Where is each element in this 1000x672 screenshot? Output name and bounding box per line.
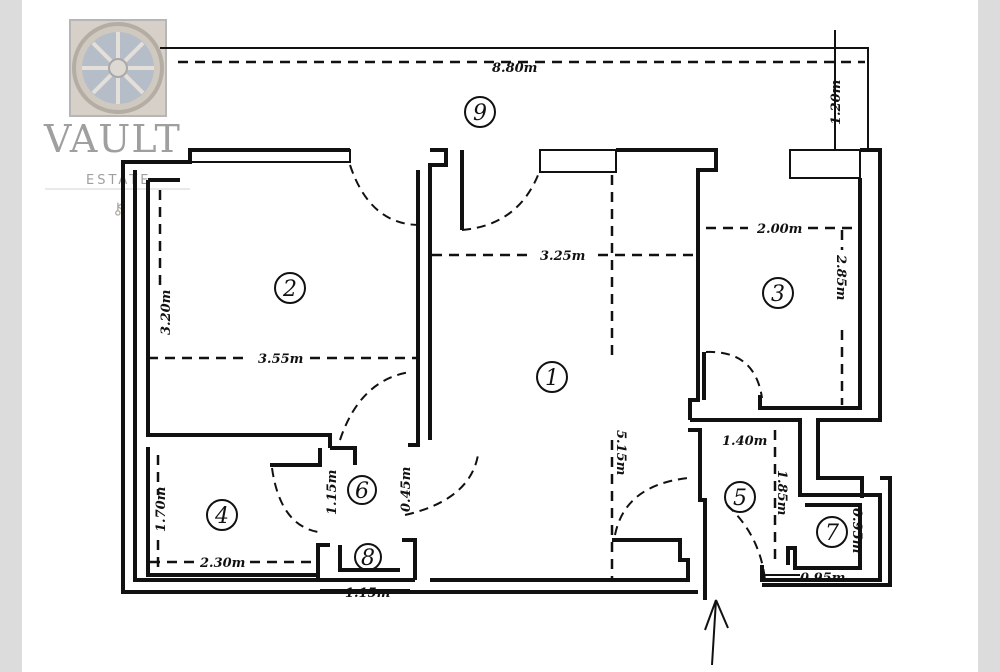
dim-room8-width: 1.15m <box>345 586 390 601</box>
dimension-lines <box>148 175 858 591</box>
dim-room3-height: 2.85m <box>833 254 848 300</box>
left-border-strip <box>0 0 22 672</box>
svg-text:1: 1 <box>545 366 559 391</box>
dim-room1-width: 3.25m <box>540 249 585 264</box>
dimension-labels: 8.80m 1.20m 3.20m 3.55m 3.25m 5.15m 2.00… <box>154 61 864 601</box>
svg-text:3: 3 <box>771 282 785 307</box>
dim-terrace-depth: 1.20m <box>829 80 844 125</box>
room-4-label: 4 <box>206 499 238 531</box>
dim-room3-width: 2.00m <box>756 222 802 237</box>
dim-room6-length: 1.15m <box>325 470 340 515</box>
room-1-label: 1 <box>536 361 568 393</box>
room-7-label: 7 <box>816 516 848 548</box>
svg-text:5: 5 <box>733 486 747 511</box>
dim-room4-width: 2.30m <box>199 556 245 571</box>
room-labels: 9 2 3 1 4 6 8 5 7 <box>206 96 848 571</box>
svg-text:9: 9 <box>473 101 487 126</box>
dim-room4-height: 1.70m <box>154 487 169 532</box>
room-8-label: 8 <box>354 543 382 571</box>
svg-text:7: 7 <box>825 521 839 546</box>
walls <box>121 148 892 600</box>
key-icon: ⚷ <box>112 199 124 218</box>
vault-estate-logo: VAULT ESTATE ⚷ <box>43 19 190 218</box>
dim-terrace-width: 8.80m <box>492 61 537 76</box>
room-5-label: 5 <box>724 481 756 513</box>
dim-room7-height: 0.95m <box>849 508 864 553</box>
logo-tagline: ESTATE <box>86 173 151 188</box>
dim-room2-height: 3.20m <box>159 290 174 335</box>
svg-text:8: 8 <box>361 546 375 571</box>
room-9-label: 9 <box>464 96 496 128</box>
svg-text:2: 2 <box>282 277 297 302</box>
room-6-label: 6 <box>347 475 377 505</box>
entrance-arrow-icon <box>704 599 729 666</box>
dim-hall-length: 1.85m <box>774 470 789 515</box>
svg-text:4: 4 <box>214 504 229 529</box>
room-3-label: 3 <box>762 277 794 309</box>
dim-room7-width: 0.95m <box>800 571 845 586</box>
dim-room2-width: 3.55m <box>258 352 303 367</box>
room-2-label: 2 <box>274 272 306 304</box>
dim-hall-width: 1.40m <box>722 434 767 449</box>
dim-room1-length: 5.15m <box>613 430 628 475</box>
door-swings <box>271 164 766 581</box>
right-border-strip <box>978 0 1000 672</box>
terrace-outline <box>160 47 869 150</box>
dim-room6-width: 0.45m <box>399 467 414 512</box>
svg-text:6: 6 <box>355 479 369 504</box>
logo-name: VAULT <box>43 117 181 161</box>
